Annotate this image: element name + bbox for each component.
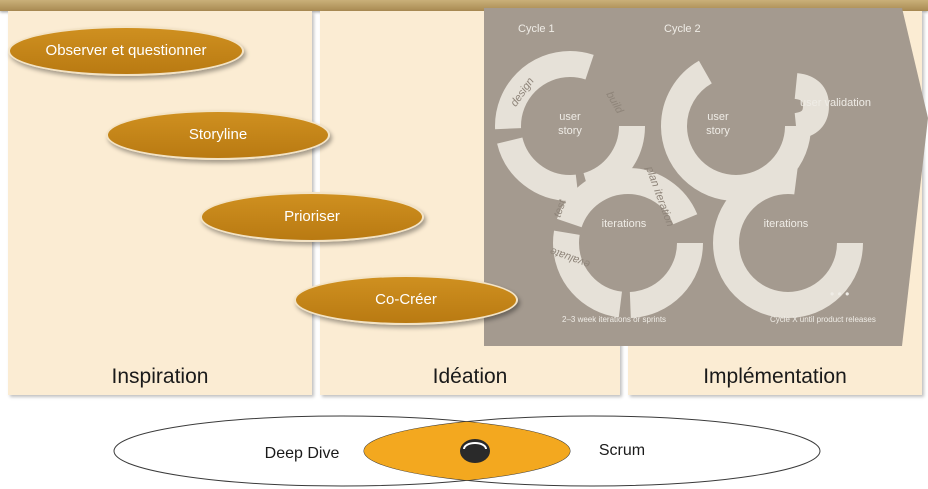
- cycle1-title: Cycle 1: [518, 23, 555, 35]
- methods-venn: Deep Dive Scrum: [113, 415, 821, 487]
- deep-dive-label: Deep Dive: [265, 445, 340, 462]
- continuation-dots: • • •: [830, 287, 849, 301]
- header-bar: [0, 0, 928, 11]
- story-label-2: story: [706, 125, 730, 137]
- releases-caption: Cycle X until product releases: [770, 315, 876, 324]
- agile-cycle-diagram: Cycle 1 Cycle 2 design build user story …: [484, 8, 928, 346]
- overlap-region: [364, 416, 570, 486]
- scrum-label: Scrum: [599, 442, 645, 459]
- phase-label-implementation: Implémentation: [703, 365, 847, 388]
- user-label-2: user: [707, 111, 729, 123]
- step-prioriser: Prioriser: [200, 192, 424, 242]
- phase-label-ideation: Idéation: [432, 365, 508, 388]
- user-validation-label: user validation: [800, 97, 871, 109]
- iterations-label-2: iterations: [764, 218, 809, 230]
- step-storyline: Storyline: [106, 110, 330, 160]
- sprints-caption: 2–3 week iterations or sprints: [562, 315, 666, 324]
- cycle2-title: Cycle 2: [664, 23, 701, 35]
- step-co-creer: Co-Créer: [294, 275, 518, 325]
- phase-label-inspiration: Inspiration: [111, 365, 209, 388]
- iterations-label-1: iterations: [602, 218, 647, 230]
- story-label-1: story: [558, 125, 582, 137]
- user-label-1: user: [559, 111, 581, 123]
- step-observer-questionner: Observer et questionner: [8, 26, 244, 76]
